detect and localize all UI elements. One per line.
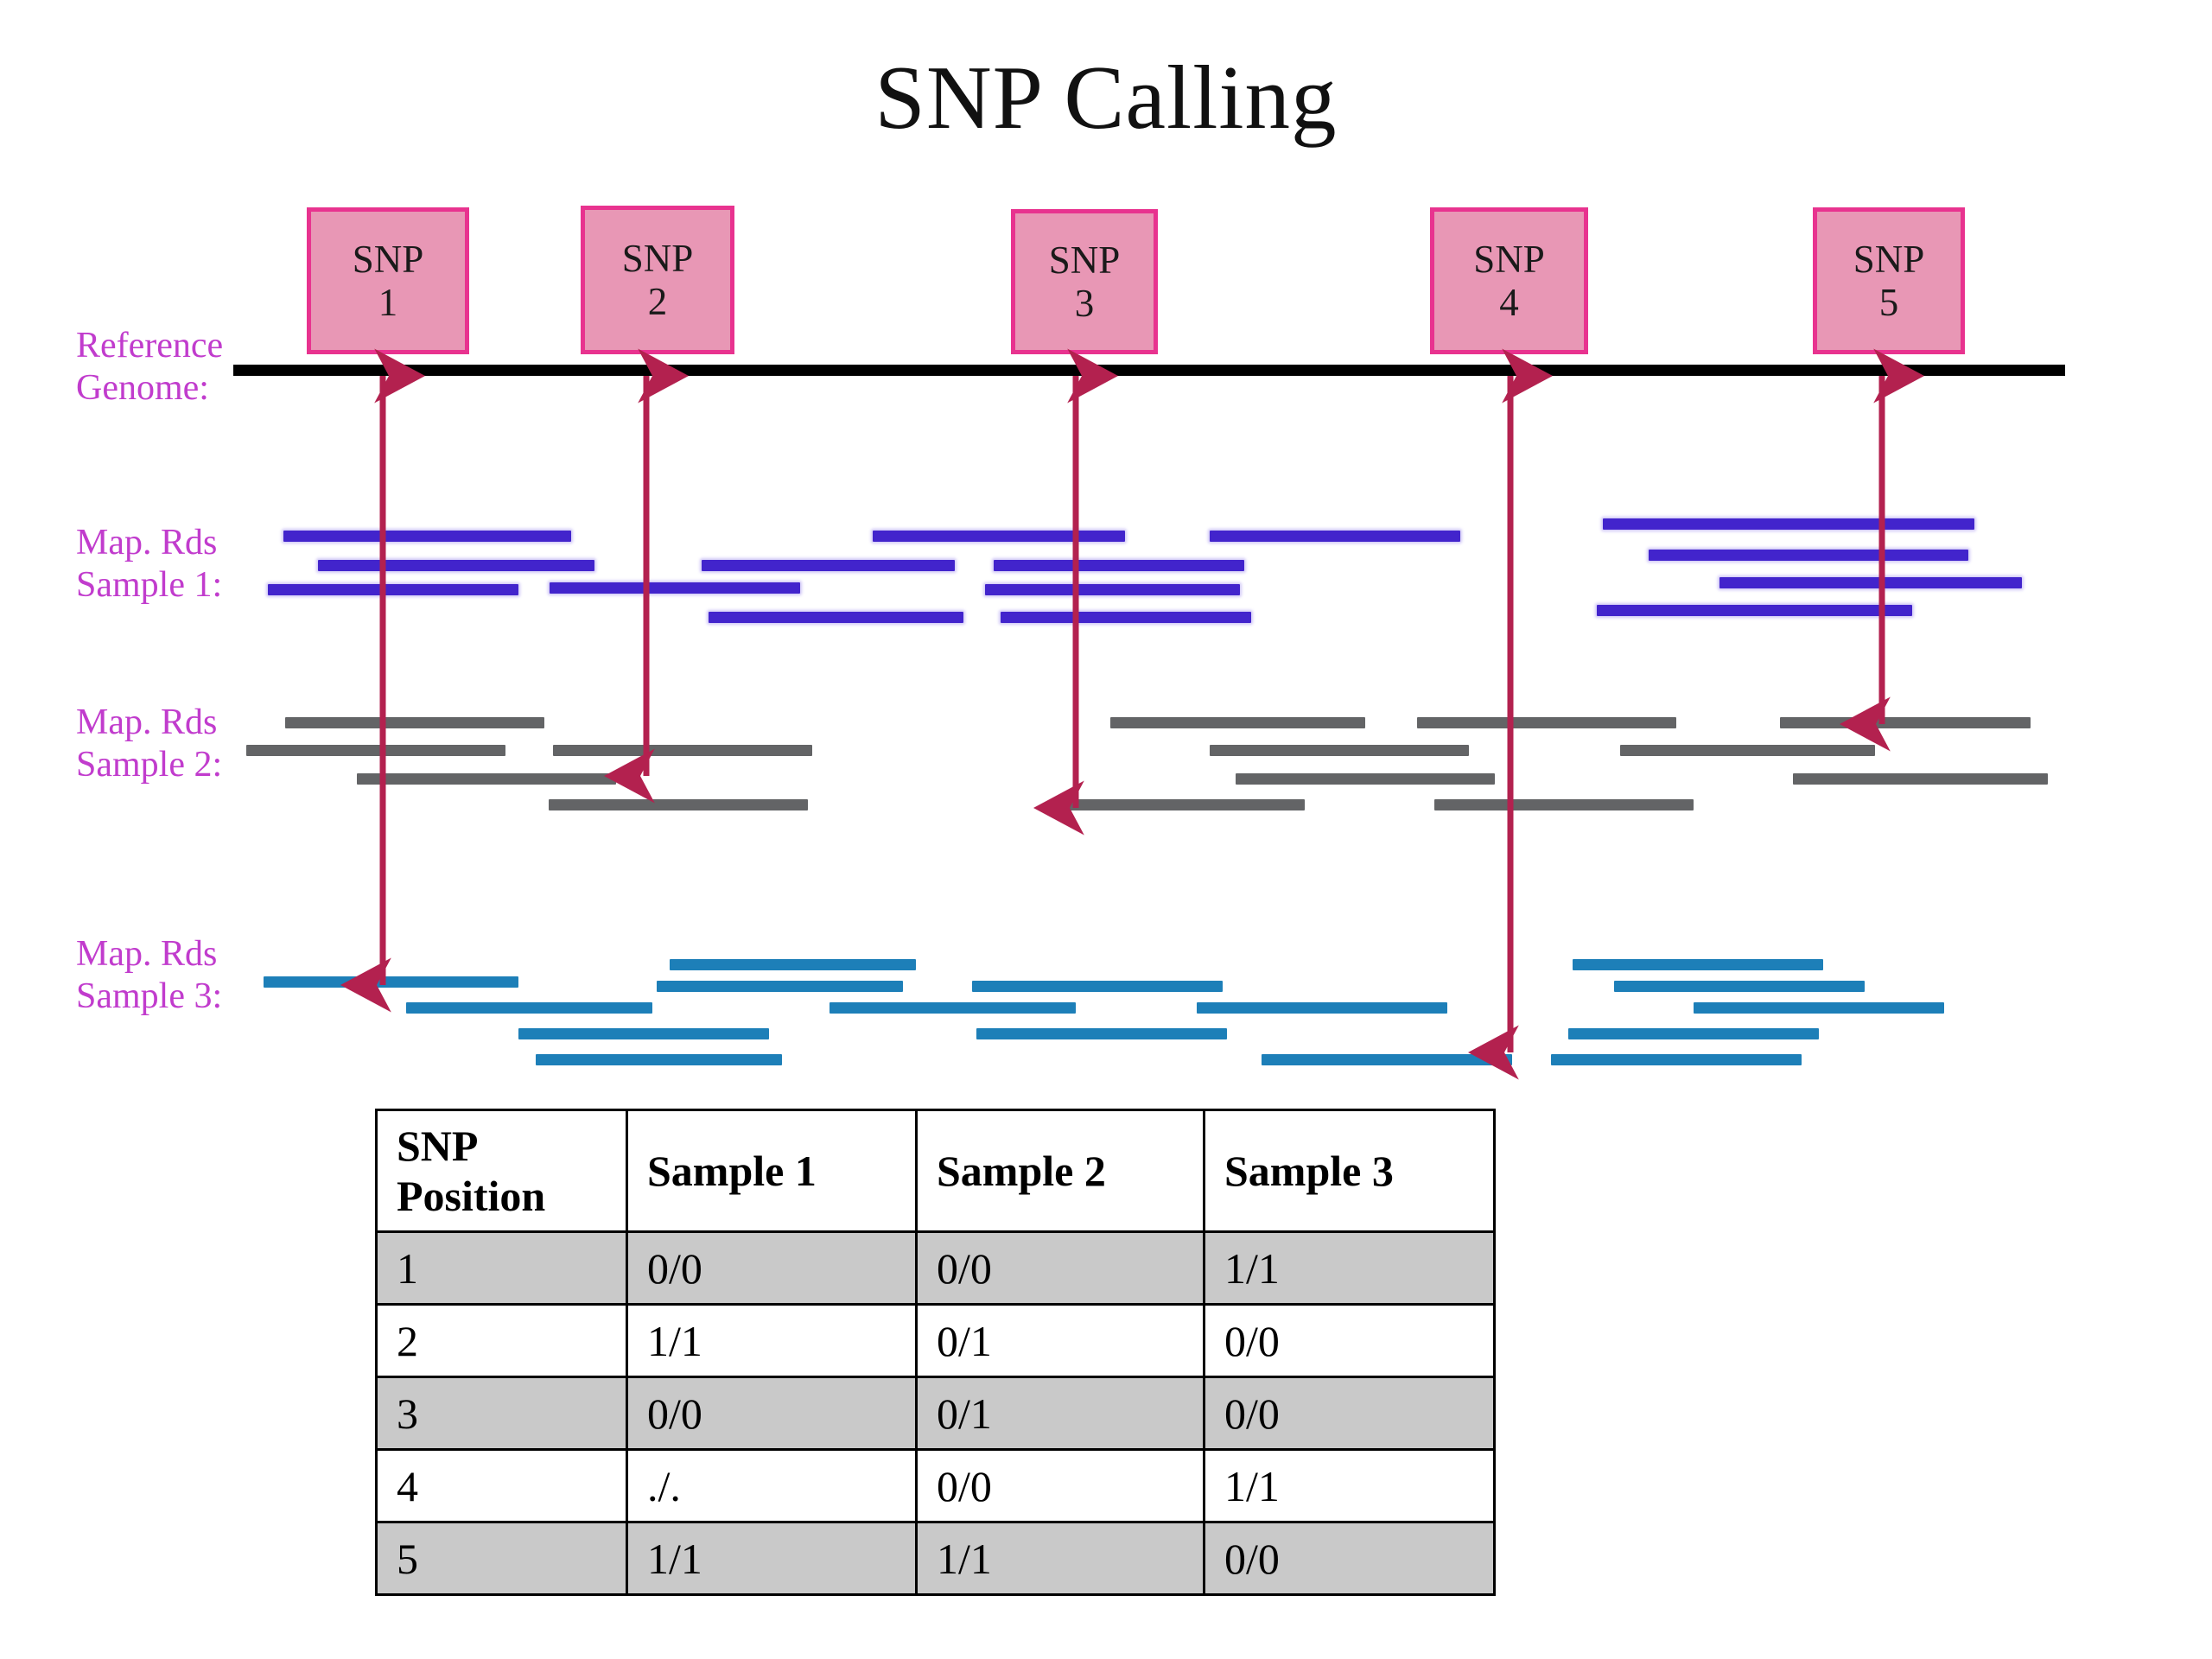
read-segment-sample-1 — [318, 560, 594, 571]
read-segment-sample-3 — [1614, 981, 1865, 992]
cell-sample-1: 1/1 — [626, 1521, 918, 1596]
col-header-sample-1: Sample 1 — [626, 1109, 918, 1233]
read-segment-sample-2 — [285, 717, 544, 728]
read-segment-sample-3 — [536, 1054, 782, 1065]
cell-snp-position: 4 — [375, 1448, 628, 1523]
genotype-table: SNP Position Sample 1 Sample 2 Sample 3 … — [375, 1109, 1496, 1596]
read-segment-sample-2 — [549, 799, 808, 810]
table-row: 2 1/1 0/1 0/0 — [375, 1303, 1496, 1378]
read-segment-sample-3 — [406, 1002, 652, 1014]
sample-1-label: Map. Rds Sample 1: — [76, 523, 223, 605]
cell-sample-1: 0/0 — [626, 1376, 918, 1451]
sample-3-label: Map. Rds Sample 3: — [76, 934, 223, 1016]
cell-sample-2: 0/0 — [915, 1448, 1205, 1523]
read-segment-sample-2 — [1417, 717, 1676, 728]
sample-2-label: Map. Rds Sample 2: — [76, 702, 223, 785]
snp-marker-box-5[interactable]: SNP 5 — [1813, 207, 1965, 354]
read-segment-sample-3 — [1568, 1028, 1819, 1039]
read-segment-sample-2 — [1050, 799, 1305, 810]
col-header-snp-position: SNP Position — [375, 1109, 628, 1233]
read-segment-sample-1 — [873, 531, 1125, 542]
read-segment-sample-2 — [1236, 773, 1495, 785]
page-title: SNP Calling — [874, 47, 1338, 148]
read-segment-sample-2 — [246, 745, 505, 756]
cell-snp-position: 2 — [375, 1303, 628, 1378]
read-segment-sample-3 — [518, 1028, 769, 1039]
read-segment-sample-3 — [657, 981, 903, 992]
table-row: 1 0/0 0/0 1/1 — [375, 1230, 1496, 1306]
snp-marker-box-2[interactable]: SNP 2 — [581, 206, 734, 354]
col-header-sample-2: Sample 2 — [915, 1109, 1205, 1233]
cell-snp-position: 5 — [375, 1521, 628, 1596]
read-segment-sample-3 — [1262, 1054, 1512, 1065]
table-header-row: SNP Position Sample 1 Sample 2 Sample 3 — [375, 1109, 1496, 1233]
read-segment-sample-2 — [1780, 717, 2031, 728]
snp-box-number: 1 — [378, 281, 398, 324]
cell-sample-3: 0/0 — [1203, 1376, 1496, 1451]
cell-sample-2: 0/0 — [915, 1230, 1205, 1306]
read-segment-sample-3 — [1694, 1002, 1944, 1014]
read-segment-sample-2 — [1110, 717, 1365, 728]
read-segment-sample-1 — [994, 560, 1244, 571]
read-segment-sample-1 — [985, 584, 1240, 595]
read-segment-sample-3 — [1551, 1054, 1802, 1065]
snp-box-number: 2 — [647, 280, 668, 323]
col-header-sample-3: Sample 3 — [1203, 1109, 1496, 1233]
read-segment-sample-1 — [1001, 612, 1251, 623]
cell-sample-3: 1/1 — [1203, 1230, 1496, 1306]
read-segment-sample-1 — [709, 612, 963, 623]
cell-snp-position: 1 — [375, 1230, 628, 1306]
read-segment-sample-3 — [1197, 1002, 1447, 1014]
read-segment-sample-1 — [1210, 531, 1460, 542]
read-segment-sample-3 — [264, 976, 518, 988]
cell-sample-2: 1/1 — [915, 1521, 1205, 1596]
table-row: 4 ./. 0/0 1/1 — [375, 1448, 1496, 1523]
cell-sample-3: 0/0 — [1203, 1521, 1496, 1596]
snp-box-number: 4 — [1499, 281, 1519, 324]
snp-box-label: SNP — [352, 237, 424, 281]
read-segment-sample-3 — [1573, 959, 1823, 970]
cell-sample-3: 1/1 — [1203, 1448, 1496, 1523]
read-segment-sample-3 — [972, 981, 1223, 992]
read-segment-sample-1 — [283, 531, 571, 542]
read-segment-sample-1 — [1597, 605, 1912, 616]
read-segment-sample-1 — [1649, 550, 1968, 561]
snp-box-number: 5 — [1878, 281, 1899, 324]
table-row: 5 1/1 1/1 0/0 — [375, 1521, 1496, 1596]
snp-box-label: SNP — [1853, 237, 1925, 281]
snp-box-label: SNP — [621, 236, 694, 280]
read-segment-sample-1 — [702, 560, 955, 571]
read-segment-sample-2 — [1620, 745, 1875, 756]
read-segment-sample-2 — [357, 773, 616, 785]
cell-sample-2: 0/1 — [915, 1376, 1205, 1451]
snp-box-label: SNP — [1473, 237, 1545, 281]
read-segment-sample-1 — [1719, 577, 2022, 588]
cell-sample-1: ./. — [626, 1448, 918, 1523]
snp-box-label: SNP — [1048, 238, 1121, 282]
read-segment-sample-2 — [1793, 773, 2048, 785]
table-row: 3 0/0 0/1 0/0 — [375, 1376, 1496, 1451]
read-segment-sample-2 — [1210, 745, 1469, 756]
reference-genome-label: Reference Genome: — [76, 326, 224, 408]
cell-sample-3: 0/0 — [1203, 1303, 1496, 1378]
read-segment-sample-3 — [670, 959, 916, 970]
cell-sample-1: 1/1 — [626, 1303, 918, 1378]
reference-genome-line — [233, 365, 2065, 376]
cell-sample-2: 0/1 — [915, 1303, 1205, 1378]
cell-sample-1: 0/0 — [626, 1230, 918, 1306]
read-segment-sample-2 — [553, 745, 812, 756]
read-segment-sample-3 — [976, 1028, 1227, 1039]
snp-marker-box-3[interactable]: SNP 3 — [1011, 209, 1158, 354]
cell-snp-position: 3 — [375, 1376, 628, 1451]
read-segment-sample-3 — [830, 1002, 1076, 1014]
snp-marker-box-4[interactable]: SNP 4 — [1430, 207, 1588, 354]
snp-marker-box-1[interactable]: SNP 1 — [307, 207, 469, 354]
read-segment-sample-1 — [1603, 518, 1974, 530]
read-segment-sample-1 — [268, 584, 518, 595]
read-segment-sample-1 — [550, 582, 800, 594]
snp-box-number: 3 — [1074, 282, 1095, 325]
read-segment-sample-2 — [1434, 799, 1694, 810]
